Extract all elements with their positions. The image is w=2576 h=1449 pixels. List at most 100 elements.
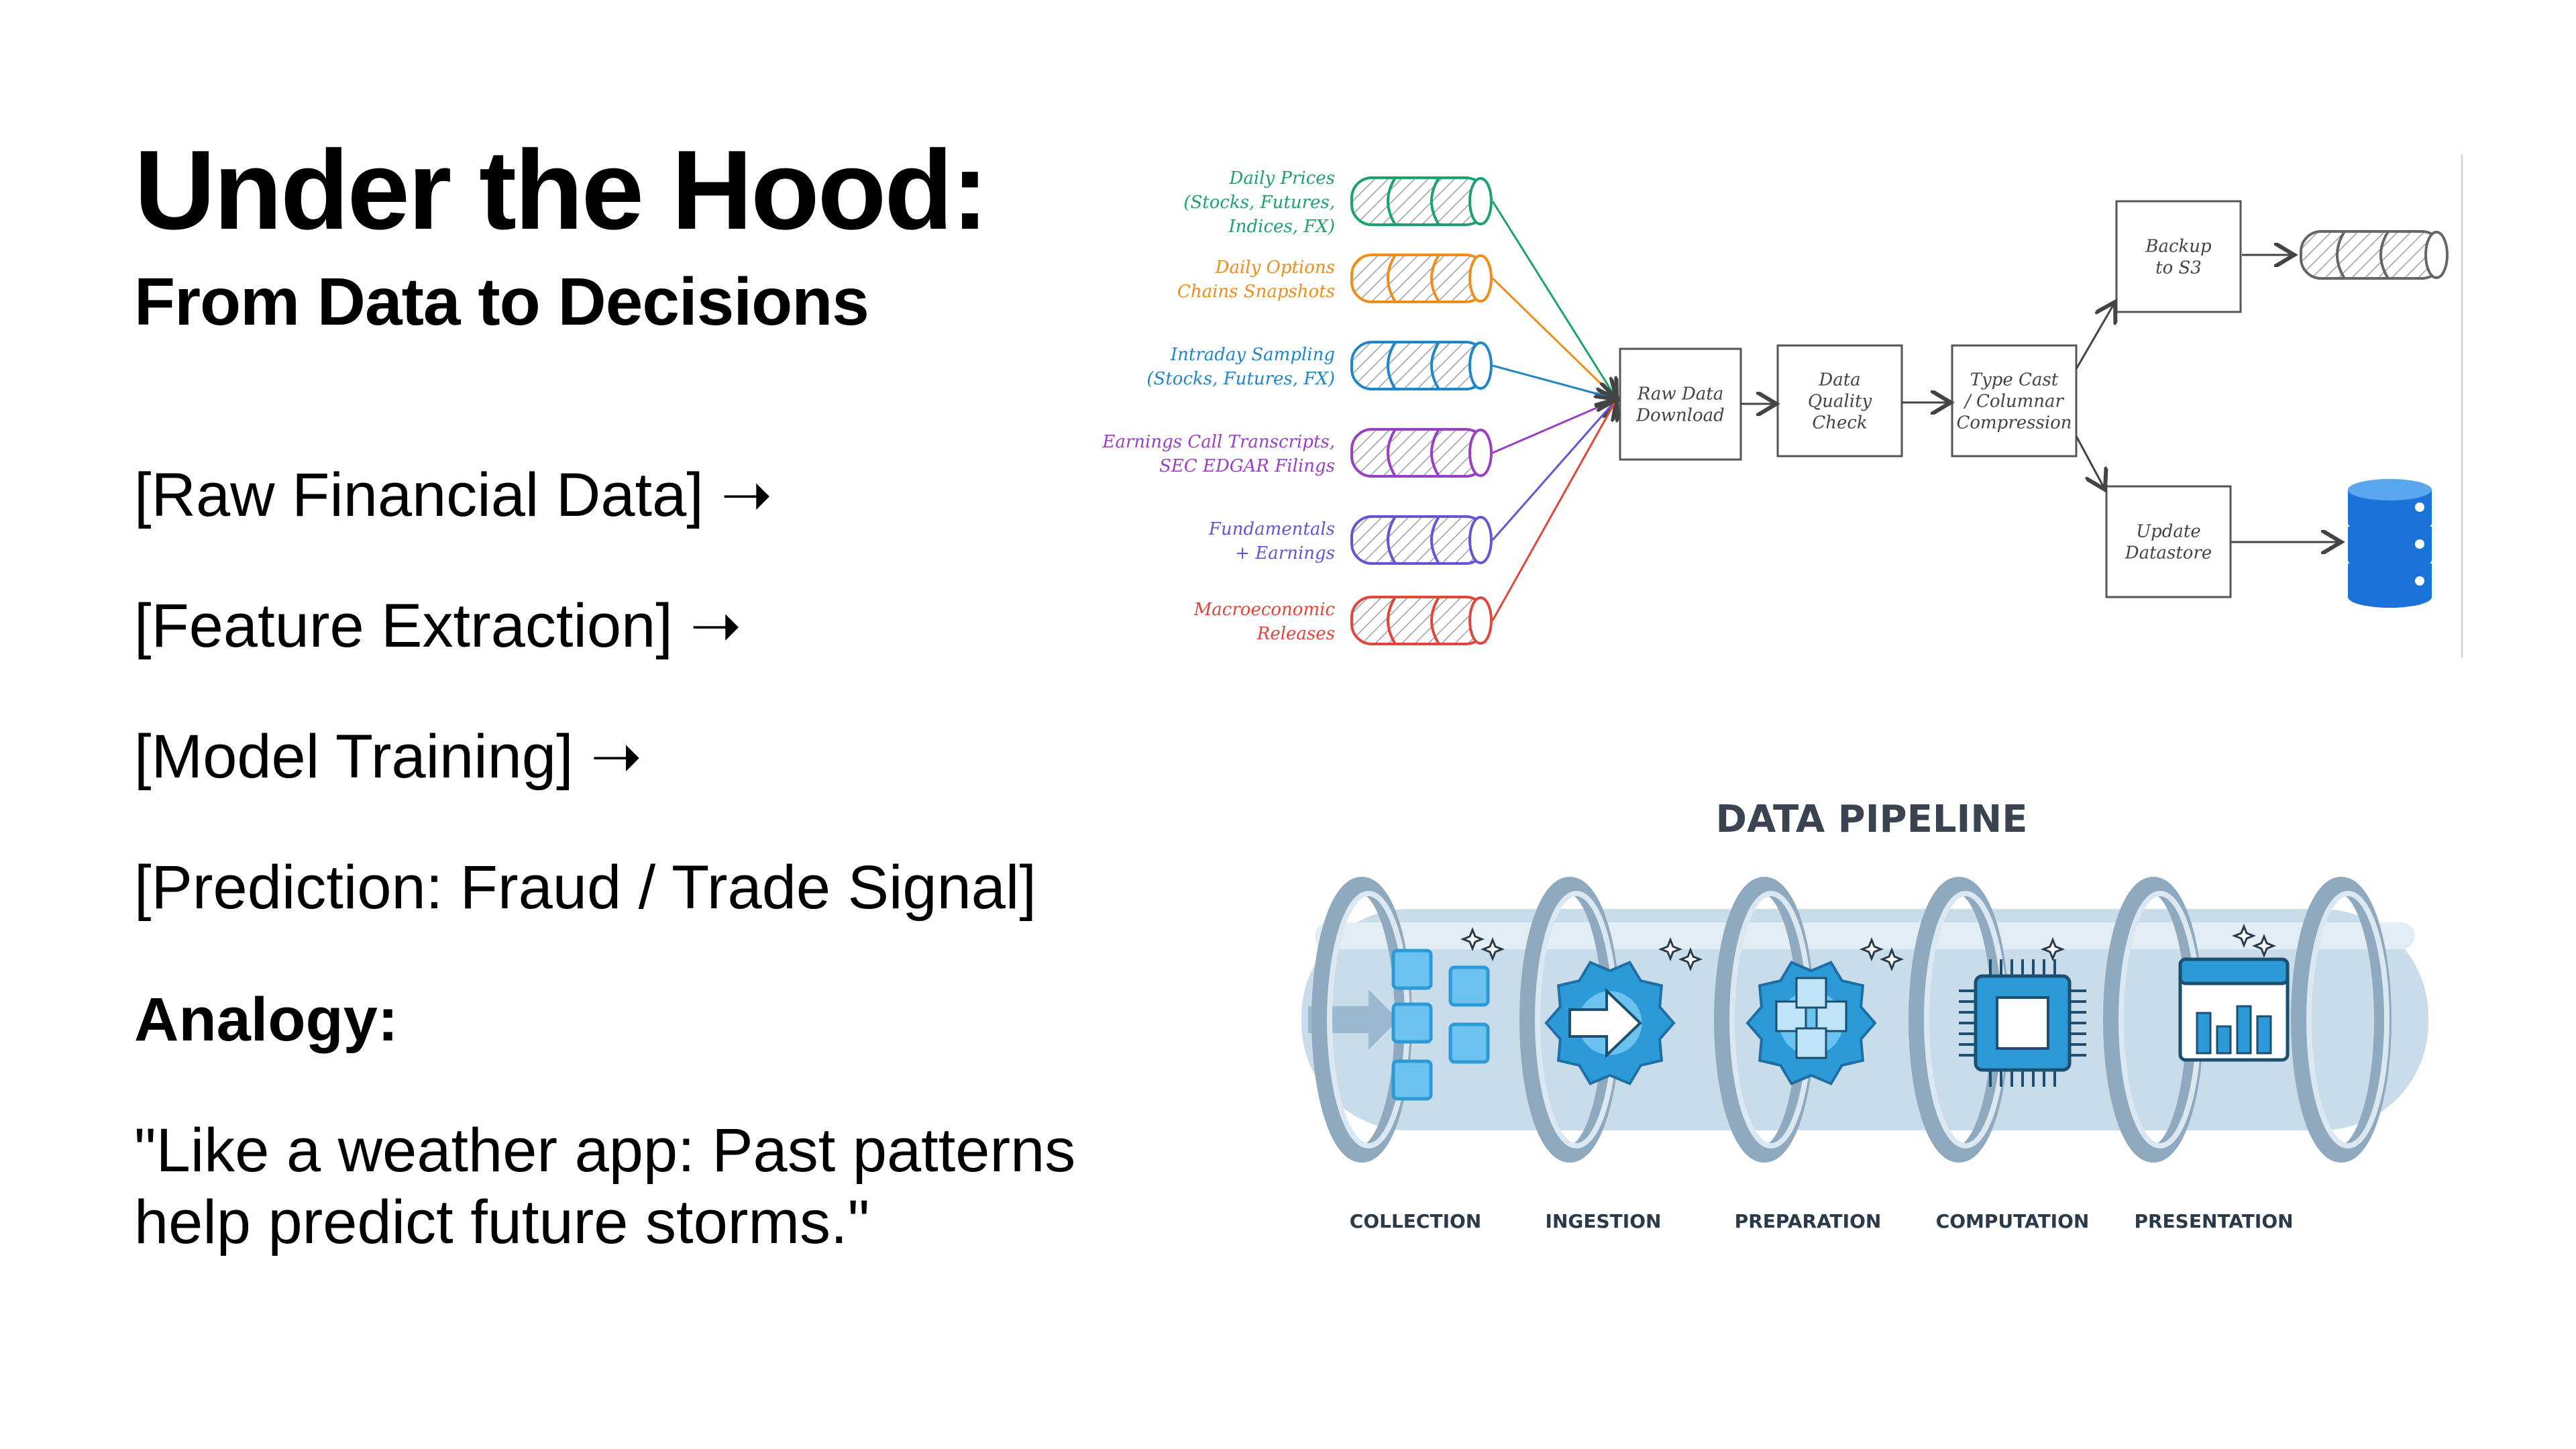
flow-box-label: Data [1818,370,1860,390]
source-label: Chains Snapshots [1177,282,1335,302]
source-label: Intraday Sampling [1170,345,1335,365]
flow-box-frame [1776,344,1903,458]
database-icon [2348,479,2432,608]
db-dot [2415,502,2424,512]
source-cylinder [1350,341,1487,390]
collection-tile-icon [1391,949,1433,990]
flow-box-frame [1619,347,1742,461]
flow-arrow [2075,435,2105,490]
sparkle-icon [2231,923,2257,949]
cylinder-segment [1387,254,1397,303]
source-arrow [1492,399,1617,454]
stage-label-preparation: PREPARATION [1735,1210,1882,1232]
cylinder-segment [1430,254,1440,303]
step-model-training: [Model Training] ➝ [134,722,643,791]
step-raw-data: [Raw Financial Data] ➝ [134,461,773,529]
cylinder-end [1468,341,1493,390]
source-arrow [1492,364,1617,399]
stage-label-collection: COLLECTION [1350,1210,1481,1232]
flow-box-label: Compression [1956,413,2072,433]
sparkle-icon [2040,936,2065,962]
slide-title: Under the Hood: [134,127,989,253]
pipeline-ring-shine [2306,891,2390,1148]
dashboard-header [2178,957,2290,985]
source-item: Fundamentals+ Earnings [1208,399,1617,565]
entry-arrow-icon [1308,989,1399,1050]
flow-box-label: Check [1812,413,1867,433]
stage-label-ingestion: INGESTION [1546,1210,1662,1232]
cylinder-end [1468,429,1493,477]
cylinder-segment [1430,176,1440,226]
cylinder-end [1468,596,1493,645]
collection-tile-icon [1391,1002,1433,1044]
flow-box-frame [1951,344,2078,458]
step-prediction: [Prediction: Fraud / Trade Signal] [134,853,1036,922]
collection-tile-icon [1448,965,1490,1007]
source-item: Intraday Sampling(Stocks, Futures, FX) [1146,341,1617,399]
source-label: Indices, FX) [1228,217,1336,237]
flow-box-label: to S3 [2155,258,2202,278]
collection-tile-icon [1391,1059,1433,1101]
backup-storage-cylinder [2300,230,2449,280]
dashboard-bar [2236,1005,2252,1055]
sparkle-icon [1678,947,1703,972]
source-item: Earnings Call Transcripts, SEC EDGAR Fili… [1102,399,1617,478]
cylinder-segment [1387,428,1397,478]
source-arrow [1491,399,1617,541]
cylinder-segment [1430,428,1440,478]
cylinder-segment [1387,515,1397,565]
cylinder-segment [2379,230,2390,280]
db-dot [2415,576,2424,586]
source-cylinder [1350,254,1487,303]
analogy-heading: Analogy: [134,985,398,1054]
slide-subtitle: From Data to Decisions [134,264,869,339]
sparkle-icon [1658,936,1683,962]
cylinder-end [1468,177,1493,225]
source-label: Earnings Call Transcripts, [1102,432,1335,452]
db-dot [2415,539,2424,549]
source-arrow [1491,277,1617,399]
source-label: (Stocks, Futures, [1183,193,1335,213]
dashboard-bar [2256,1015,2272,1055]
source-cylinder [1350,596,1487,645]
dashboard-bar [2196,1012,2212,1055]
sparkle-icon [1460,926,1485,952]
flow-box-label: Update [2136,522,2201,542]
dashboard-bar [2216,1025,2232,1055]
flow-box-label: Quality [1808,392,1872,412]
analogy-quote: "Like a weather app: Past patterns help … [134,1116,1076,1256]
source-label: + Earnings [1235,543,1335,564]
flow-box-label: Raw Data [1637,384,1724,405]
db-layer-bottom [2348,586,2432,608]
flow-box-frame [2105,485,2232,598]
flow-box-label: Download [1635,406,1725,426]
sparkle-icon [2251,933,2277,959]
cylinder-end [1468,516,1493,564]
cube-icon [1795,1027,1827,1059]
source-cylinder [1350,515,1487,565]
flow-arrow [2075,302,2115,370]
pipeline-ring [2291,877,2392,1163]
flow-box-label: Type Cast [1970,370,2059,390]
chip-core [1996,996,2049,1050]
cylinder-segment [1430,515,1440,565]
cube-icon [1795,977,1827,1009]
source-arrow [1491,399,1617,621]
sparkle-icon [1879,947,1904,972]
source-label: Daily Options [1215,258,1335,278]
cylinder-segment [1430,341,1440,390]
source-cylinder [1350,428,1487,478]
sparkle-icon [1859,936,1884,962]
db-top [2348,479,2432,500]
source-label: SEC EDGAR Filings [1159,456,1335,476]
flow-box-label: Datastore [2125,543,2212,564]
step-feature-extraction: [Feature Extraction] ➝ [134,592,742,660]
tube-highlight [1315,922,2415,949]
